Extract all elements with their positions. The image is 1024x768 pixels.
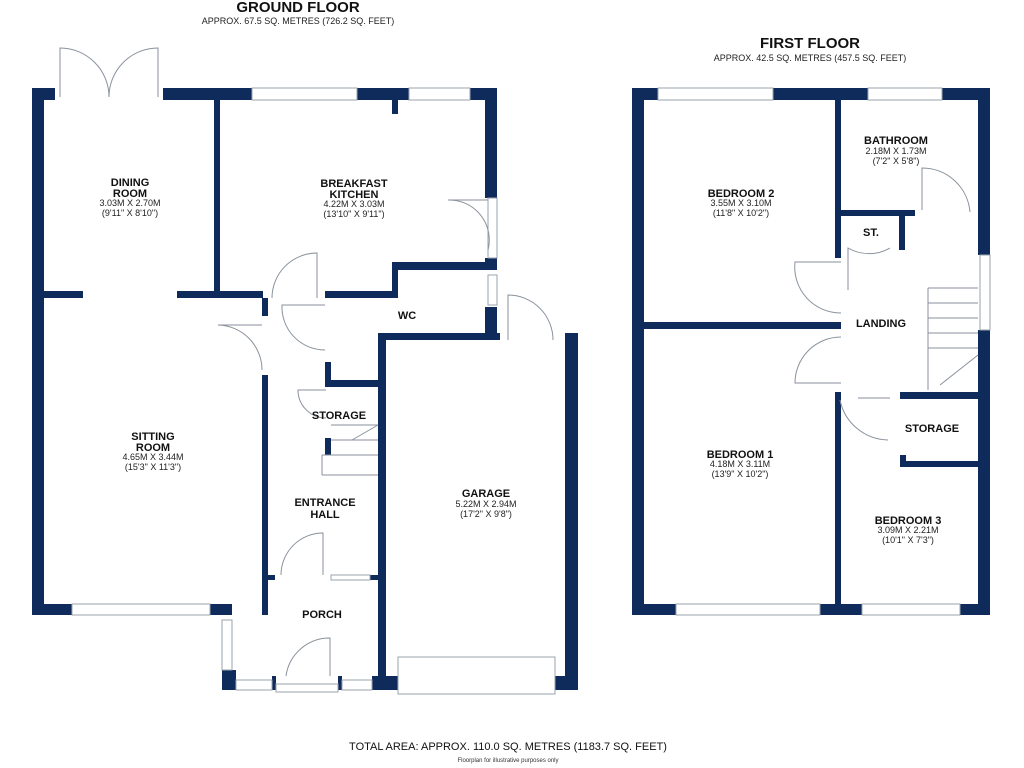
room-storage-ground: STORAGE [312, 410, 366, 422]
room-bedroom-3: BEDROOM 3 3.09M X 2.21M (10'1" X 7'3") [875, 515, 942, 545]
room-label-text: WC [398, 310, 416, 322]
room-label-text: BEDROOM 1 [707, 449, 774, 461]
room-label-text: (15'3" X 11'3") [125, 462, 181, 472]
room-label-text: (11'8" X 10'2") [713, 208, 769, 218]
room-label-text: BREAKFAST [320, 178, 388, 190]
room-label-text: (13'10" X 9'11") [323, 209, 384, 219]
room-label-text: 2.18M X 1.73M [865, 146, 926, 156]
room-bedroom-2: BEDROOM 2 3.55M X 3.10M (11'8" X 10'2") [708, 188, 775, 218]
disclaimer: Floorplan for illustrative purposes only [457, 758, 558, 764]
room-label-text: 3.55M X 3.10M [710, 198, 771, 208]
ground-floor-walls [32, 47, 578, 695]
room-label-text: GARAGE [462, 488, 510, 500]
room-label-text: SITTING [131, 431, 174, 443]
room-label-text: BEDROOM 2 [708, 188, 775, 200]
room-label-text: BATHROOM [864, 135, 928, 147]
room-label-text: (7'2" X 5'8") [873, 156, 920, 166]
room-label-text: KITCHEN [330, 189, 379, 201]
room-st: ST. [863, 227, 879, 239]
room-label-text: ST. [863, 227, 879, 239]
room-label-text: (13'9" X 10'2") [712, 469, 769, 479]
first-floor-title: FIRST FLOOR [760, 35, 860, 52]
room-label-text: 3.09M X 2.21M [877, 525, 938, 535]
room-landing: LANDING [856, 318, 906, 330]
room-label-text: DINING [111, 177, 150, 189]
room-breakfast-kitchen: BREAKFAST KITCHEN 4.22M X 3.03M (13'10" … [320, 178, 388, 219]
room-label-text: LANDING [856, 318, 906, 330]
room-dining-room: DINING ROOM 3.03M X 2.70M (9'11" X 8'10"… [99, 177, 160, 218]
room-label-text: 4.18M X 3.11M [710, 459, 770, 469]
first-floor-area: APPROX. 42.5 SQ. METRES (457.5 SQ. FEET) [714, 53, 907, 63]
total-area: TOTAL AREA: APPROX. 110.0 SQ. METRES (11… [349, 741, 667, 753]
ground-floor-area: APPROX. 67.5 SQ. METRES (726.2 SQ. FEET) [202, 16, 395, 26]
room-sitting-room: SITTING ROOM 4.65M X 3.44M (15'3" X 11'3… [122, 431, 183, 472]
room-label-text: ROOM [136, 442, 170, 454]
room-bathroom: BATHROOM 2.18M X 1.73M (7'2" X 5'8") [864, 135, 928, 166]
room-label-text: ENTRANCE [294, 497, 355, 509]
room-porch: PORCH [302, 609, 342, 621]
room-garage: GARAGE 5.22M X 2.94M (17'2" X 9'8") [455, 488, 516, 519]
room-wc: WC [398, 310, 416, 322]
room-label-text: (9'11" X 8'10") [102, 208, 158, 218]
room-label-text: 5.22M X 2.94M [455, 499, 516, 509]
room-label-text: 4.65M X 3.44M [122, 452, 183, 462]
room-label-text: PORCH [302, 609, 342, 621]
room-storage-first: STORAGE [905, 423, 959, 435]
room-bedroom-1: BEDROOM 1 4.18M X 3.11M (13'9" X 10'2") [707, 449, 774, 479]
room-label-text: 4.22M X 3.03M [323, 199, 384, 209]
room-label-text: 3.03M X 2.70M [99, 198, 160, 208]
room-label-text: HALL [310, 509, 340, 521]
room-label-text: STORAGE [905, 423, 959, 435]
room-label-text: BEDROOM 3 [875, 515, 942, 527]
room-label-text: (10'1" X 7'3") [882, 535, 934, 545]
room-entrance-hall: ENTRANCE HALL [294, 497, 355, 521]
ground-floor-title: GROUND FLOOR [236, 0, 359, 16]
room-label-text: STORAGE [312, 410, 366, 422]
first-floor-walls [632, 87, 991, 616]
room-label-text: ROOM [113, 188, 147, 200]
room-label-text: (17'2" X 9'8") [460, 509, 512, 519]
